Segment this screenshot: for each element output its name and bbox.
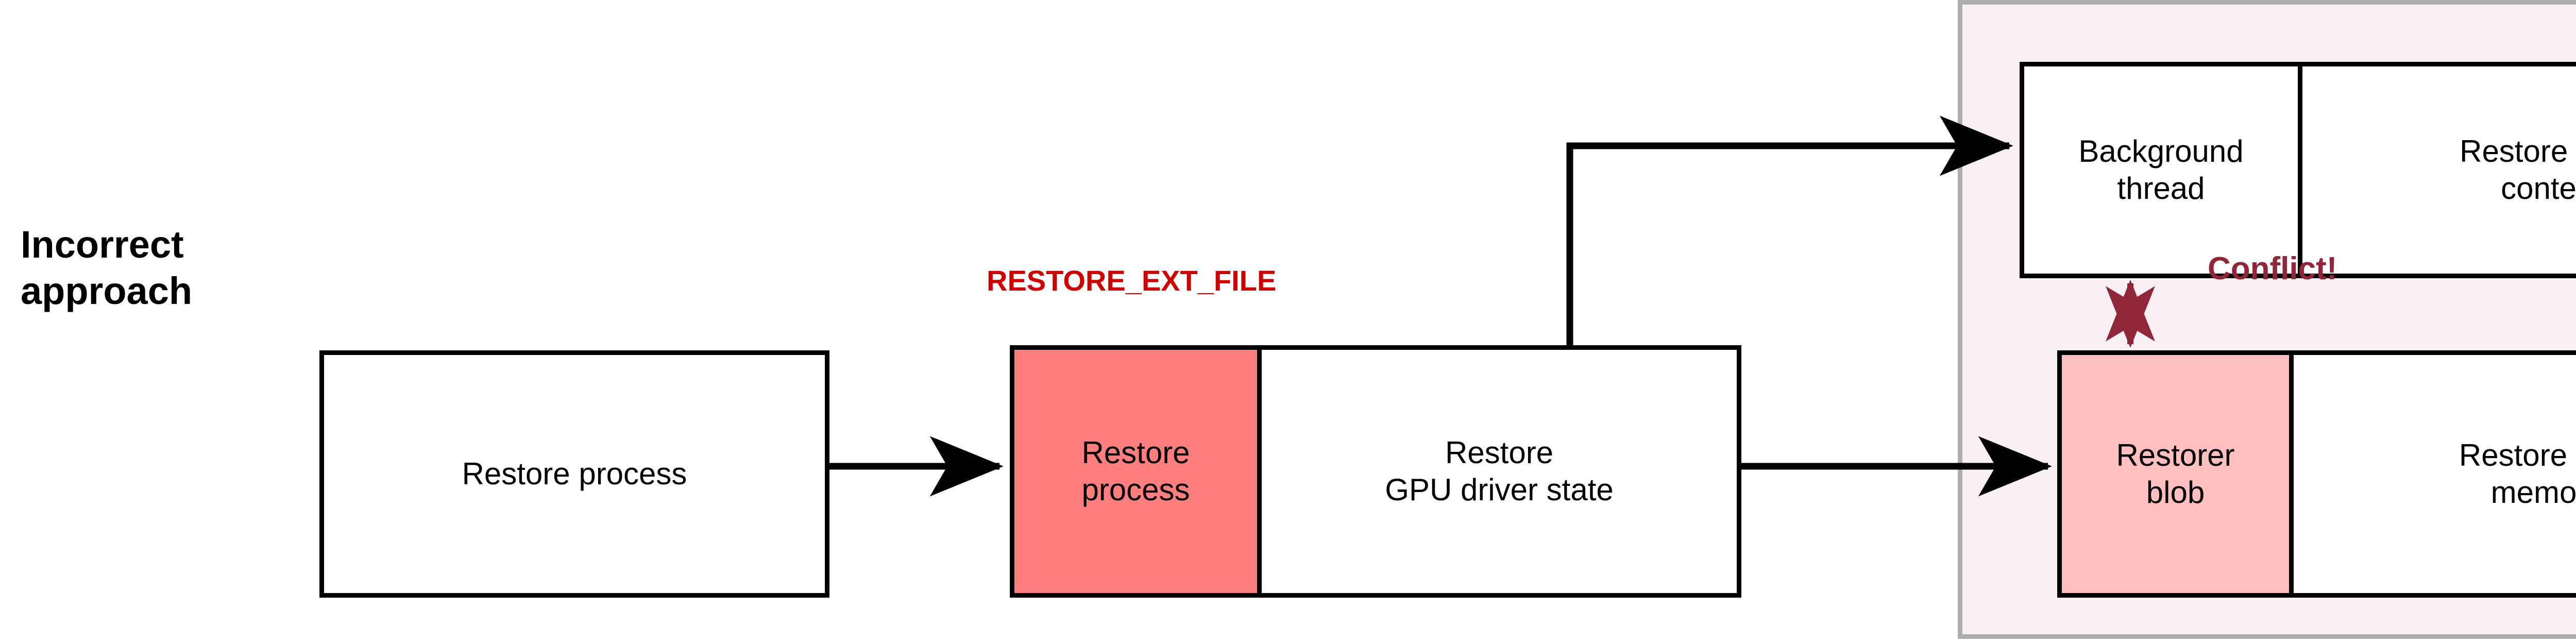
node-background-thread-action: Restore GPU content <box>2302 66 2576 274</box>
node-restore-process-label: Restore process <box>462 456 687 491</box>
node-restorer-blob-actor-line1: Restorer <box>2116 438 2235 472</box>
node-restorer-blob-actor: Restorer blob <box>2062 355 2294 593</box>
node-restorer-blob-action-line2: memory <box>2490 475 2576 510</box>
conflict-label: Conflict! <box>2208 251 2337 286</box>
node-restore-ext-actor-line2: process <box>1081 472 1190 507</box>
node-background-thread-actor: Background thread <box>2024 66 2302 274</box>
node-restorer-blob-actor-line2: blob <box>2146 475 2205 510</box>
node-restore-ext-actor: Restore process <box>1014 350 1262 593</box>
page-title: Incorrect approach <box>21 222 289 315</box>
connector-branch-to-background-thread <box>1566 115 2013 345</box>
node-restorer-blob-action: Restore host memory <box>2294 355 2576 593</box>
node-background-thread-actor-line2: thread <box>2117 171 2205 206</box>
node-background-thread-action-line2: content <box>2501 171 2576 206</box>
stage-label-restore-ext-file: RESTORE_EXT_FILE <box>987 264 1277 297</box>
section-label-line1: Incorrect <box>21 223 184 266</box>
node-restorer-blob-action-line1: Restore host <box>2459 438 2576 472</box>
section-label-line2: approach <box>21 269 193 313</box>
node-restore-ext-action: Restore GPU driver state <box>1262 350 1737 593</box>
node-restore-process[interactable]: Restore process <box>319 350 829 598</box>
node-restore-ext-file[interactable]: Restore process Restore GPU driver state <box>1010 345 1741 598</box>
node-restorer-blob[interactable]: Restorer blob Restore host memory <box>2057 350 2576 598</box>
node-restore-ext-actor-line1: Restore <box>1081 435 1190 470</box>
node-background-thread[interactable]: Background thread Restore GPU content <box>2020 62 2576 278</box>
node-restore-ext-action-line2: GPU driver state <box>1385 472 1614 507</box>
node-background-thread-action-line1: Restore GPU <box>2460 134 2576 168</box>
node-background-thread-actor-line1: Background <box>2078 134 2244 168</box>
node-restore-ext-action-line1: Restore <box>1445 435 1554 470</box>
